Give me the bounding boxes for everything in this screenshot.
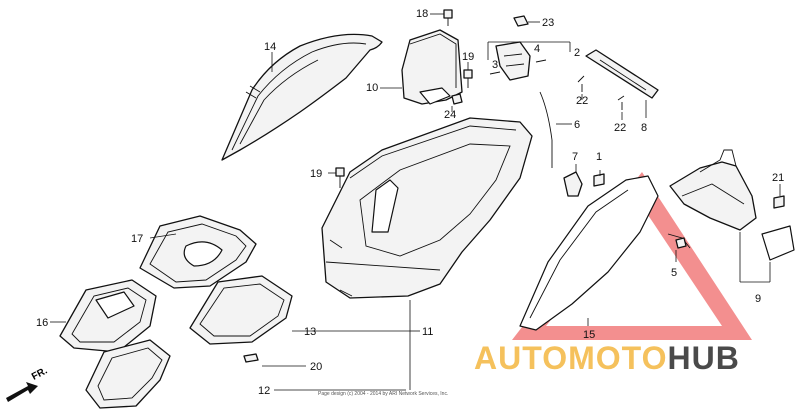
callout-23: 23 <box>542 17 554 29</box>
callout-5: 5 <box>671 267 677 279</box>
callout-2: 2 <box>574 47 580 59</box>
callout-1: 1 <box>596 151 602 163</box>
callout-21: 21 <box>772 172 784 184</box>
small-fasteners <box>243 9 529 363</box>
part-15-side-cover <box>519 175 659 331</box>
callout-10: 10 <box>366 82 378 94</box>
callout-24: 24 <box>444 109 456 121</box>
part-8-bar <box>585 49 659 99</box>
part-22-screws <box>577 75 625 110</box>
part-10-bracket <box>401 29 463 105</box>
callout-3: 3 <box>492 59 498 71</box>
part-11-luggage-box <box>321 117 533 299</box>
callout-19-top: 19 <box>462 51 474 63</box>
callout-22-a: 22 <box>576 95 588 107</box>
callout-11: 11 <box>422 326 433 338</box>
watermark-part-2: MOTO <box>568 340 668 376</box>
part-14-side-cover <box>221 33 383 161</box>
part-13-mat <box>189 275 293 345</box>
callout-4: 4 <box>534 43 540 55</box>
part-17-mat <box>139 215 257 289</box>
watermark-part-1: AUTO <box>474 340 569 376</box>
part-16-liner <box>59 279 157 353</box>
leader-lines <box>50 13 781 391</box>
callout-14: 14 <box>264 41 276 53</box>
watermark-logo: AUTOMOTOHUB <box>474 340 740 377</box>
callout-9: 9 <box>755 293 761 305</box>
part-21-and-5 <box>667 195 785 249</box>
part-6-cable <box>539 91 553 168</box>
callout-13: 13 <box>304 326 316 338</box>
callout-18: 18 <box>416 8 428 20</box>
front-arrow-icon <box>6 382 38 402</box>
callout-20: 20 <box>310 361 322 373</box>
copyright-notice: Page design (c) 2004 - 2014 by ARI Netwo… <box>318 391 449 397</box>
callout-12: 12 <box>258 385 270 397</box>
callout-7: 7 <box>572 151 578 163</box>
callout-15: 15 <box>583 329 595 341</box>
callout-labels: 14 10 18 23 19 24 19 2 4 3 22 22 8 6 7 1… <box>36 8 784 397</box>
callout-16: 16 <box>36 317 48 329</box>
part-9-rear-bracket <box>669 149 795 261</box>
callout-22-b: 22 <box>614 122 626 134</box>
callout-17: 17 <box>131 233 143 245</box>
callout-19-left: 19 <box>310 168 322 180</box>
callout-6: 6 <box>574 119 580 131</box>
part-7-latch <box>563 171 605 197</box>
watermark-part-3: HUB <box>667 340 740 376</box>
part-12-lower-liner <box>85 339 171 409</box>
callout-8: 8 <box>641 122 647 134</box>
